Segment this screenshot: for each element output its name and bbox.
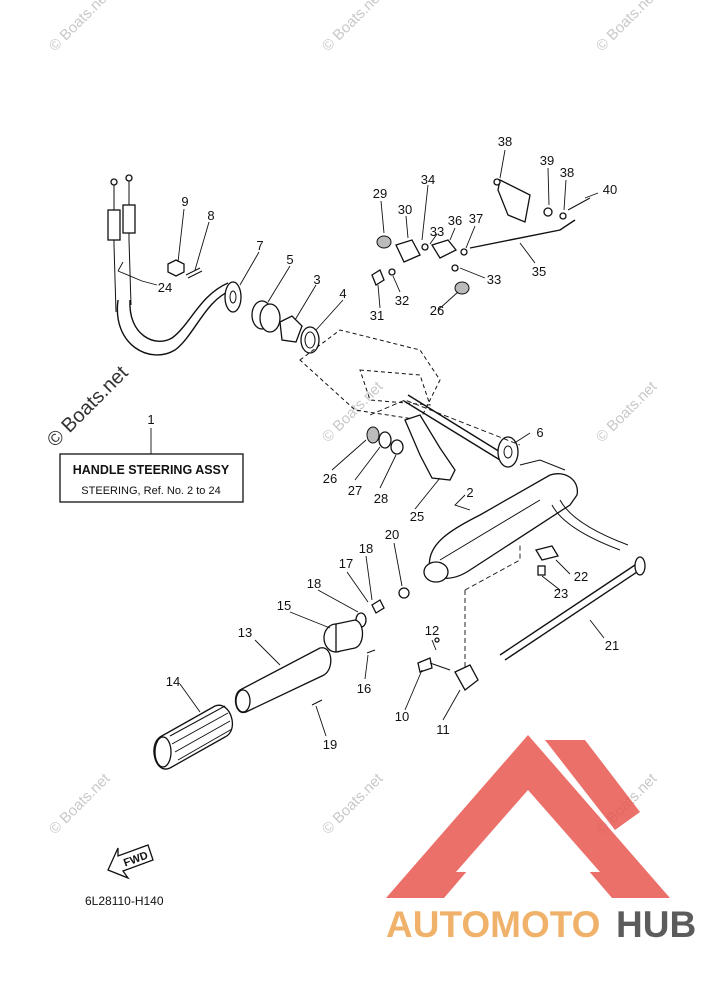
callout-24: 24 bbox=[158, 280, 172, 295]
brand-text-hub: HUB bbox=[616, 904, 696, 945]
callout-38-b: 38 bbox=[560, 165, 574, 180]
watermark: © Boats.net bbox=[593, 378, 661, 446]
assembly-box: HANDLE STEERING ASSY STEERING, Ref. No. … bbox=[59, 428, 244, 503]
callout-34: 34 bbox=[421, 172, 435, 187]
callout-10: 10 bbox=[395, 709, 409, 724]
callout-19: 19 bbox=[323, 737, 337, 752]
callout-39: 39 bbox=[540, 153, 554, 168]
callout-17: 17 bbox=[339, 556, 353, 571]
callout-40: 40 bbox=[603, 182, 617, 197]
callout-18-b: 18 bbox=[307, 576, 321, 591]
callout-4: 4 bbox=[339, 286, 346, 301]
callout-13: 13 bbox=[238, 625, 252, 640]
callout-9: 9 bbox=[181, 194, 188, 209]
callout-31: 31 bbox=[370, 308, 384, 323]
callout-15: 15 bbox=[277, 598, 291, 613]
callout-35: 35 bbox=[532, 264, 546, 279]
callout-36: 36 bbox=[448, 213, 462, 228]
fwd-arrow: FWD bbox=[107, 844, 154, 880]
callout-27: 27 bbox=[348, 483, 362, 498]
callout-12: 12 bbox=[425, 623, 439, 638]
callout-33-a: 33 bbox=[430, 224, 444, 239]
callout-16: 16 bbox=[357, 681, 371, 696]
diagram-code: 6L28110-H140 bbox=[85, 894, 164, 908]
assembly-box-subtitle: STEERING, Ref. No. 2 to 24 bbox=[81, 485, 220, 497]
watermark-large: © Boats.net bbox=[43, 362, 133, 452]
callout-3: 3 bbox=[313, 272, 320, 287]
watermark: © Boats.net bbox=[319, 0, 387, 55]
assembly-box-title: HANDLE STEERING ASSY bbox=[73, 463, 230, 477]
callout-numbers: 1 2 3 4 5 6 7 8 9 10 11 12 13 14 15 16 1… bbox=[147, 134, 619, 752]
callout-30: 30 bbox=[398, 202, 412, 217]
callout-2: 2 bbox=[466, 485, 473, 500]
callout-1: 1 bbox=[147, 412, 154, 427]
callout-28: 28 bbox=[374, 491, 388, 506]
callout-21: 21 bbox=[605, 638, 619, 653]
watermark: © Boats.net bbox=[46, 770, 114, 838]
callout-23: 23 bbox=[554, 586, 568, 601]
brand-text-automoto: AUTOMOTO bbox=[386, 904, 600, 945]
parts-drawing bbox=[107, 174, 646, 770]
callout-26-a: 26 bbox=[430, 303, 444, 318]
callout-14: 14 bbox=[166, 674, 180, 689]
callout-33-b: 33 bbox=[487, 272, 501, 287]
leader-lines bbox=[117, 149, 605, 737]
part-24-cables bbox=[107, 174, 233, 356]
automotohub-logo: AUTOMOTO HUB bbox=[386, 735, 696, 945]
callout-25: 25 bbox=[410, 509, 424, 524]
callout-26-b: 26 bbox=[323, 471, 337, 486]
watermarks: © Boats.net © Boats.net © Boats.net © Bo… bbox=[43, 0, 661, 838]
callout-5: 5 bbox=[286, 252, 293, 267]
watermark: © Boats.net bbox=[593, 0, 661, 55]
callout-20: 20 bbox=[385, 527, 399, 542]
callout-29: 29 bbox=[373, 186, 387, 201]
callout-22: 22 bbox=[574, 569, 588, 584]
watermark: © Boats.net bbox=[319, 770, 387, 838]
callout-18-a: 18 bbox=[359, 541, 373, 556]
callout-7: 7 bbox=[256, 238, 263, 253]
callout-8: 8 bbox=[207, 208, 214, 223]
callout-6: 6 bbox=[536, 425, 543, 440]
callout-38-a: 38 bbox=[498, 134, 512, 149]
callout-32: 32 bbox=[395, 293, 409, 308]
callout-11: 11 bbox=[436, 722, 450, 737]
callout-37: 37 bbox=[469, 211, 483, 226]
watermark: © Boats.net bbox=[46, 0, 114, 55]
